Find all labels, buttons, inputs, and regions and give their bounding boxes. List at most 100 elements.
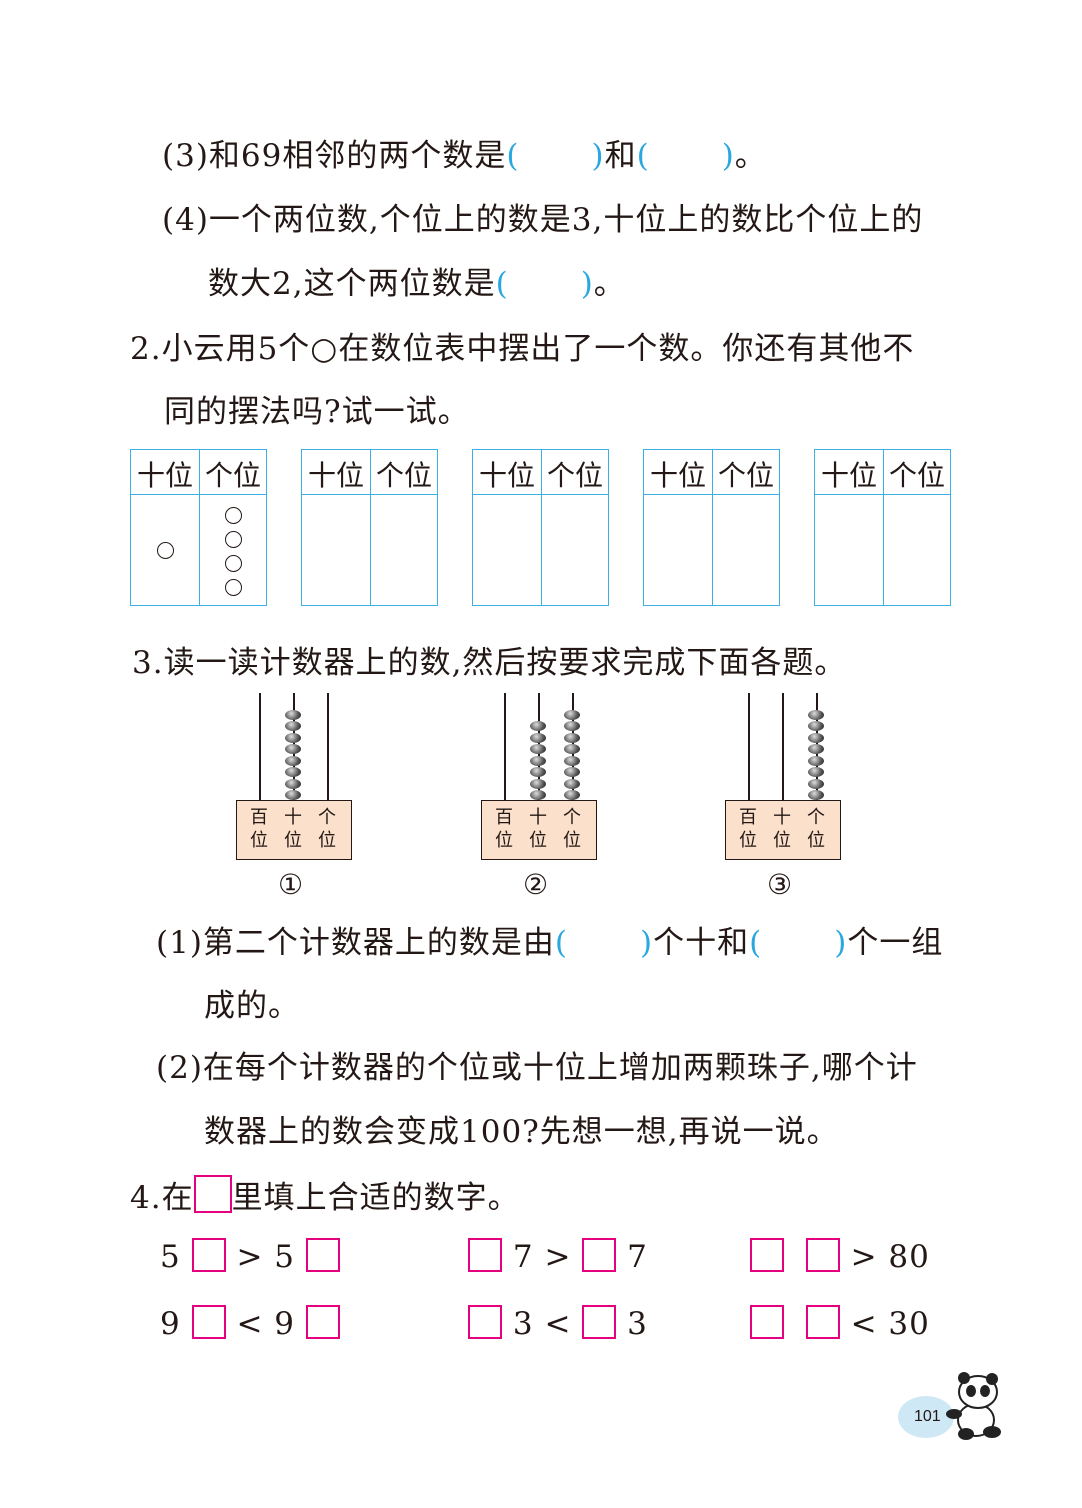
abacus-bead	[808, 778, 824, 789]
answer-box[interactable]	[582, 1238, 617, 1272]
abacus-number-label: ③	[767, 868, 793, 901]
abacus-bead	[285, 767, 301, 777]
tens-header: 十位	[137, 459, 194, 492]
paren: (	[506, 138, 520, 174]
abacus-base: 百位 十位 个位	[725, 800, 841, 860]
label: 位	[284, 830, 302, 851]
table-header-divider	[815, 450, 950, 495]
answer-box[interactable]	[305, 1305, 340, 1339]
abacus-bead	[285, 721, 301, 731]
label: 十	[284, 807, 302, 828]
abacus-bead	[285, 778, 301, 789]
abacus-bead	[808, 721, 824, 731]
ones-header: 个位	[889, 459, 946, 492]
table-header-divider	[473, 450, 608, 495]
abacus-bead	[808, 767, 824, 777]
digit: 7	[512, 1239, 534, 1275]
table-column-divider	[712, 450, 713, 605]
abacus: 百位 十位 个位	[236, 690, 352, 862]
number: 80	[888, 1239, 930, 1275]
label: 百	[739, 807, 757, 828]
answer-box[interactable]	[582, 1305, 617, 1339]
label: 十	[773, 807, 791, 828]
label: 位	[250, 830, 268, 851]
table-column-divider	[199, 450, 200, 605]
abacus-bead	[285, 790, 301, 800]
abacus-bead	[564, 778, 580, 789]
abacus-bead	[564, 767, 580, 777]
q1-item3: (3)和69相邻的两个数是()和()。	[162, 130, 767, 175]
abacus-bead	[285, 744, 301, 754]
place-value-table: 十位 个位	[130, 449, 267, 606]
label: 位	[739, 830, 757, 851]
abacus-bead	[808, 744, 824, 754]
circle-counter	[157, 542, 174, 559]
abacus-bead	[564, 732, 580, 743]
text: (1)第二个计数器上的数是由	[156, 925, 555, 961]
text: 。	[734, 138, 767, 174]
abacus-rod	[259, 693, 261, 801]
abacus-bead	[808, 732, 824, 743]
tens-header: 十位	[308, 459, 365, 492]
answer-box[interactable]	[468, 1305, 502, 1339]
label: 位	[495, 830, 513, 851]
abacus-bead	[285, 732, 301, 743]
label: 位	[563, 830, 581, 851]
answer-box[interactable]	[191, 1238, 226, 1272]
place-value-table: 十位 个位	[814, 449, 951, 606]
answer-box[interactable]	[191, 1305, 226, 1339]
label: 百	[250, 807, 268, 828]
comparison-item: 9 < 9	[160, 1305, 340, 1342]
abacus-bead	[808, 755, 824, 766]
abacus-bead	[564, 744, 580, 754]
answer-box[interactable]	[805, 1305, 840, 1339]
q3-sub2-line1: (2)在每个计数器的个位或十位上增加两颗珠子,哪个计	[156, 1050, 918, 1086]
operator: <	[850, 1306, 878, 1342]
label: 十	[529, 807, 547, 828]
paren: )	[591, 138, 605, 174]
answer-box[interactable]	[305, 1238, 340, 1272]
label: 个	[318, 807, 336, 828]
operator: >	[236, 1239, 264, 1275]
q3-sub1-line2: 成的。	[204, 988, 300, 1024]
operator: <	[236, 1306, 264, 1342]
abacus-base: 百位 十位 个位	[481, 800, 597, 860]
comparison-item: 5 > 5	[160, 1238, 340, 1275]
page-number-cloud	[898, 1396, 954, 1438]
abacus-bead	[285, 755, 301, 766]
page-number: 101	[914, 1408, 941, 1425]
abacus-bead	[530, 721, 546, 731]
abacus-number-label: ①	[278, 868, 304, 901]
abacus-rod	[748, 693, 750, 801]
text: 个十和	[653, 925, 750, 961]
place-value-table: 十位 个位	[301, 449, 438, 606]
abacus-base: 百位 十位 个位	[236, 800, 352, 860]
digit: 9	[274, 1306, 296, 1342]
paren: )	[834, 925, 848, 961]
digit: 3	[627, 1306, 648, 1342]
answer-box[interactable]	[805, 1238, 840, 1272]
table-column-divider	[541, 450, 542, 605]
answer-box[interactable]	[750, 1238, 784, 1272]
abacus: 百位 十位 个位	[481, 690, 597, 862]
answer-box[interactable]	[750, 1305, 784, 1339]
label: 位	[529, 830, 547, 851]
operator: >	[544, 1239, 572, 1275]
text: 4.在	[130, 1180, 194, 1216]
panda-icon	[946, 1372, 1001, 1440]
answer-box[interactable]	[468, 1238, 502, 1272]
text: 数大2,这个两位数是	[208, 266, 496, 302]
tens-header: 十位	[650, 459, 707, 492]
q2-line2: 同的摆法吗?试一试。	[164, 394, 470, 430]
table-header-divider	[131, 450, 266, 495]
circle-counter	[225, 579, 242, 596]
paren: )	[580, 266, 594, 302]
label: 位	[807, 830, 825, 851]
abacus-bead	[285, 709, 301, 720]
q3-title: 3.读一读计数器上的数,然后按要求完成下面各题。	[132, 645, 847, 681]
text: 里填上合适的数字。	[231, 1180, 520, 1216]
abacus-number-label: ②	[523, 868, 549, 901]
label: 个	[807, 807, 825, 828]
abacus-bead	[530, 767, 546, 777]
ones-header: 个位	[718, 459, 775, 492]
